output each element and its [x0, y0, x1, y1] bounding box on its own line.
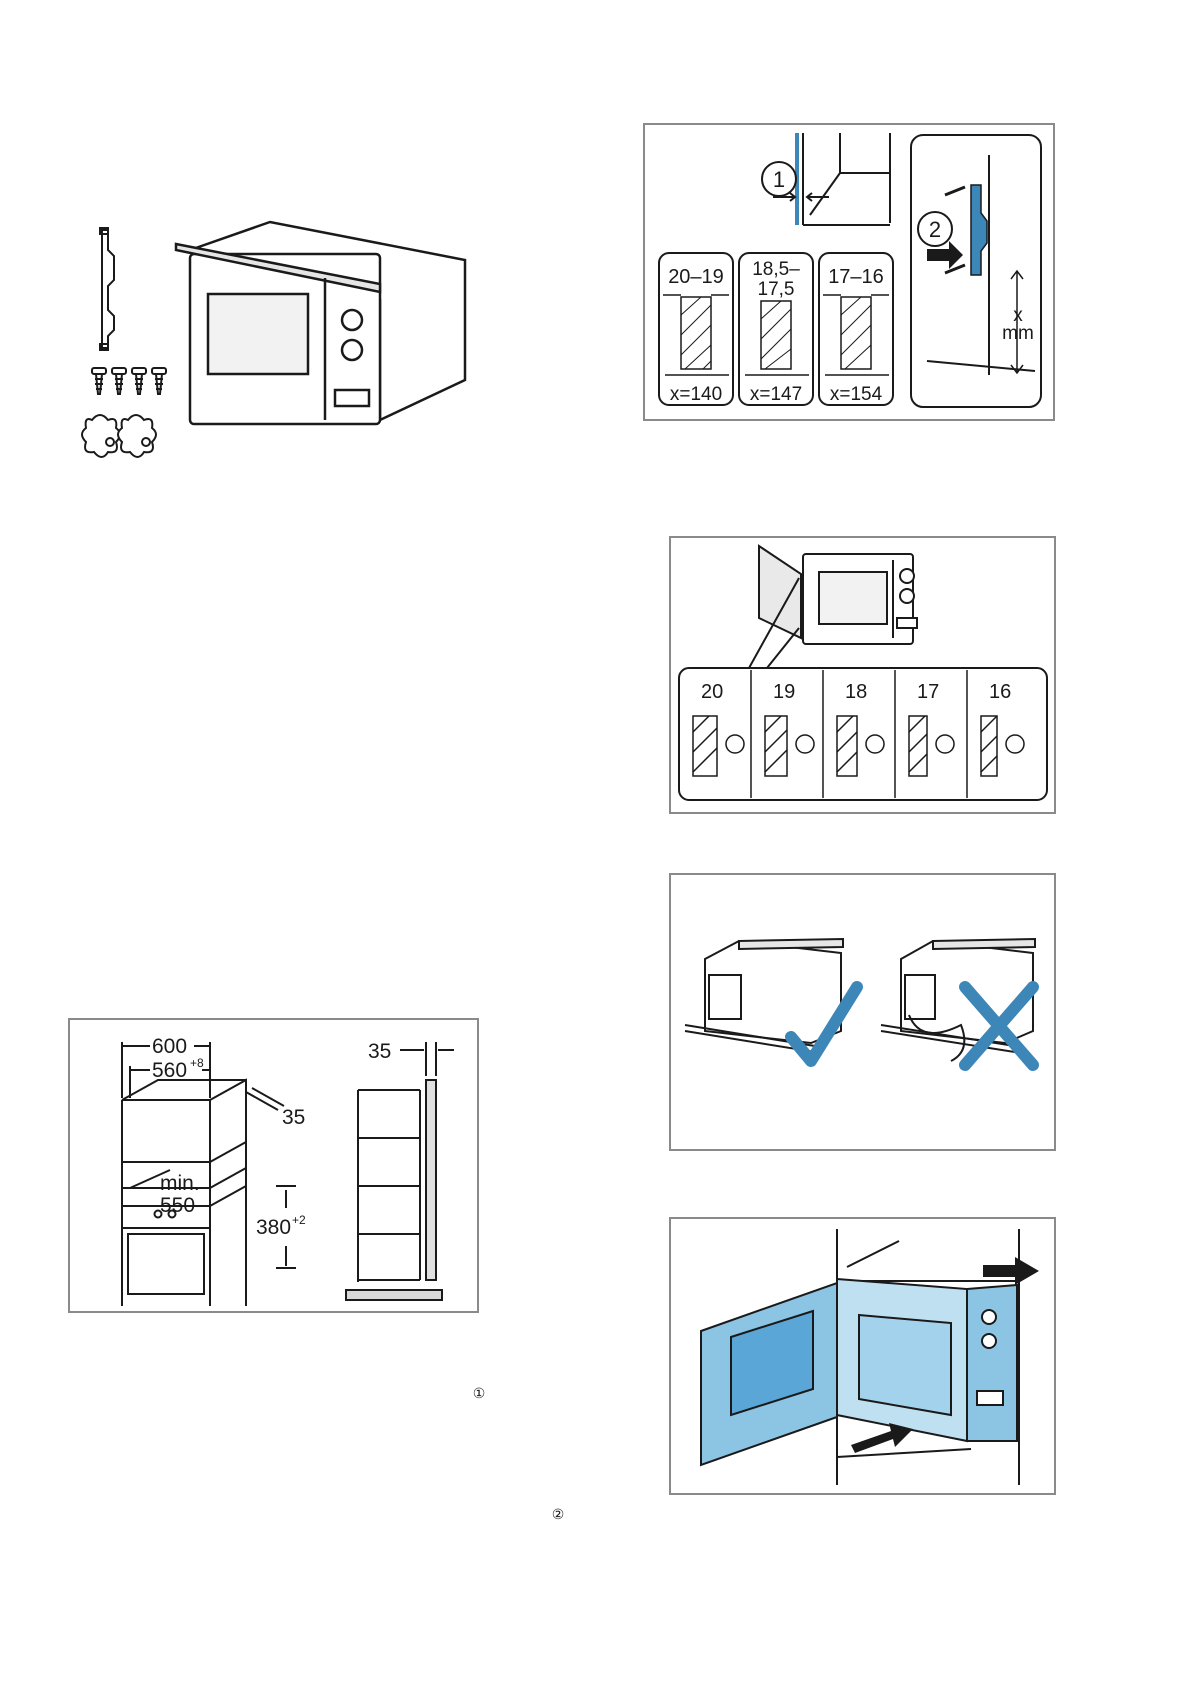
panel-1: 20–19 x=140: [659, 253, 733, 405]
callout-1-label: 1: [773, 167, 785, 192]
figure-niche-dimensions: 600 560 +8 35 35 min. 550 380 +2: [68, 1018, 479, 1313]
dim-depth-side: 35: [368, 1040, 391, 1063]
dim-min-value: 550: [160, 1194, 195, 1217]
dim-depth-top: 35: [282, 1106, 305, 1129]
arrow-slide-in-icon: [851, 1423, 913, 1453]
dim-height: 380: [256, 1216, 291, 1239]
parts-illustration: [80, 220, 480, 500]
thickness-16: 16: [989, 681, 1011, 703]
svg-text:20–19: 20–19: [668, 266, 724, 288]
bracket-icon: [100, 228, 114, 350]
figure-spacer-thickness: 20 19 18 17 16: [669, 536, 1056, 814]
dim-inner-width: 560: [152, 1059, 187, 1082]
figure-door-insert: [669, 1217, 1056, 1495]
bracket-detail: 2 x mm: [911, 135, 1041, 407]
dim-height-tol: +2: [292, 1213, 306, 1227]
thickness-19: 19: [773, 681, 795, 703]
dim-width: 600: [152, 1035, 187, 1058]
step-marker-2: ②: [549, 1505, 567, 1523]
microwave-drawing: [176, 222, 465, 424]
spacers-icon: [82, 415, 156, 457]
panel-2: 18,5– 17,5 x=147: [739, 253, 813, 405]
thickness-17: 17: [917, 681, 939, 703]
callout-2-label: 2: [929, 217, 941, 242]
svg-text:17–16: 17–16: [828, 266, 884, 288]
thickness-18: 18: [845, 681, 867, 703]
figure-cable-routing: [669, 873, 1056, 1151]
correct-routing: [685, 939, 843, 1053]
svg-text:x=154: x=154: [830, 384, 883, 405]
svg-text:18,5–: 18,5–: [752, 259, 800, 280]
figure-bracket-mounting: 1 20–19 x=140 18,5– 17,5 x=147 17–16: [643, 123, 1055, 421]
dim-inner-width-tol: +8: [190, 1056, 204, 1070]
panel-3: 17–16 x=154: [819, 253, 893, 405]
svg-text:mm: mm: [1002, 323, 1034, 344]
svg-text:x=147: x=147: [750, 384, 802, 405]
screws-icon: [92, 368, 166, 394]
dim-min-label: min.: [160, 1172, 200, 1195]
svg-text:17,5: 17,5: [758, 279, 795, 300]
svg-text:x=140: x=140: [670, 384, 722, 405]
step-marker-1: ①: [470, 1384, 488, 1402]
thickness-20: 20: [701, 681, 723, 703]
